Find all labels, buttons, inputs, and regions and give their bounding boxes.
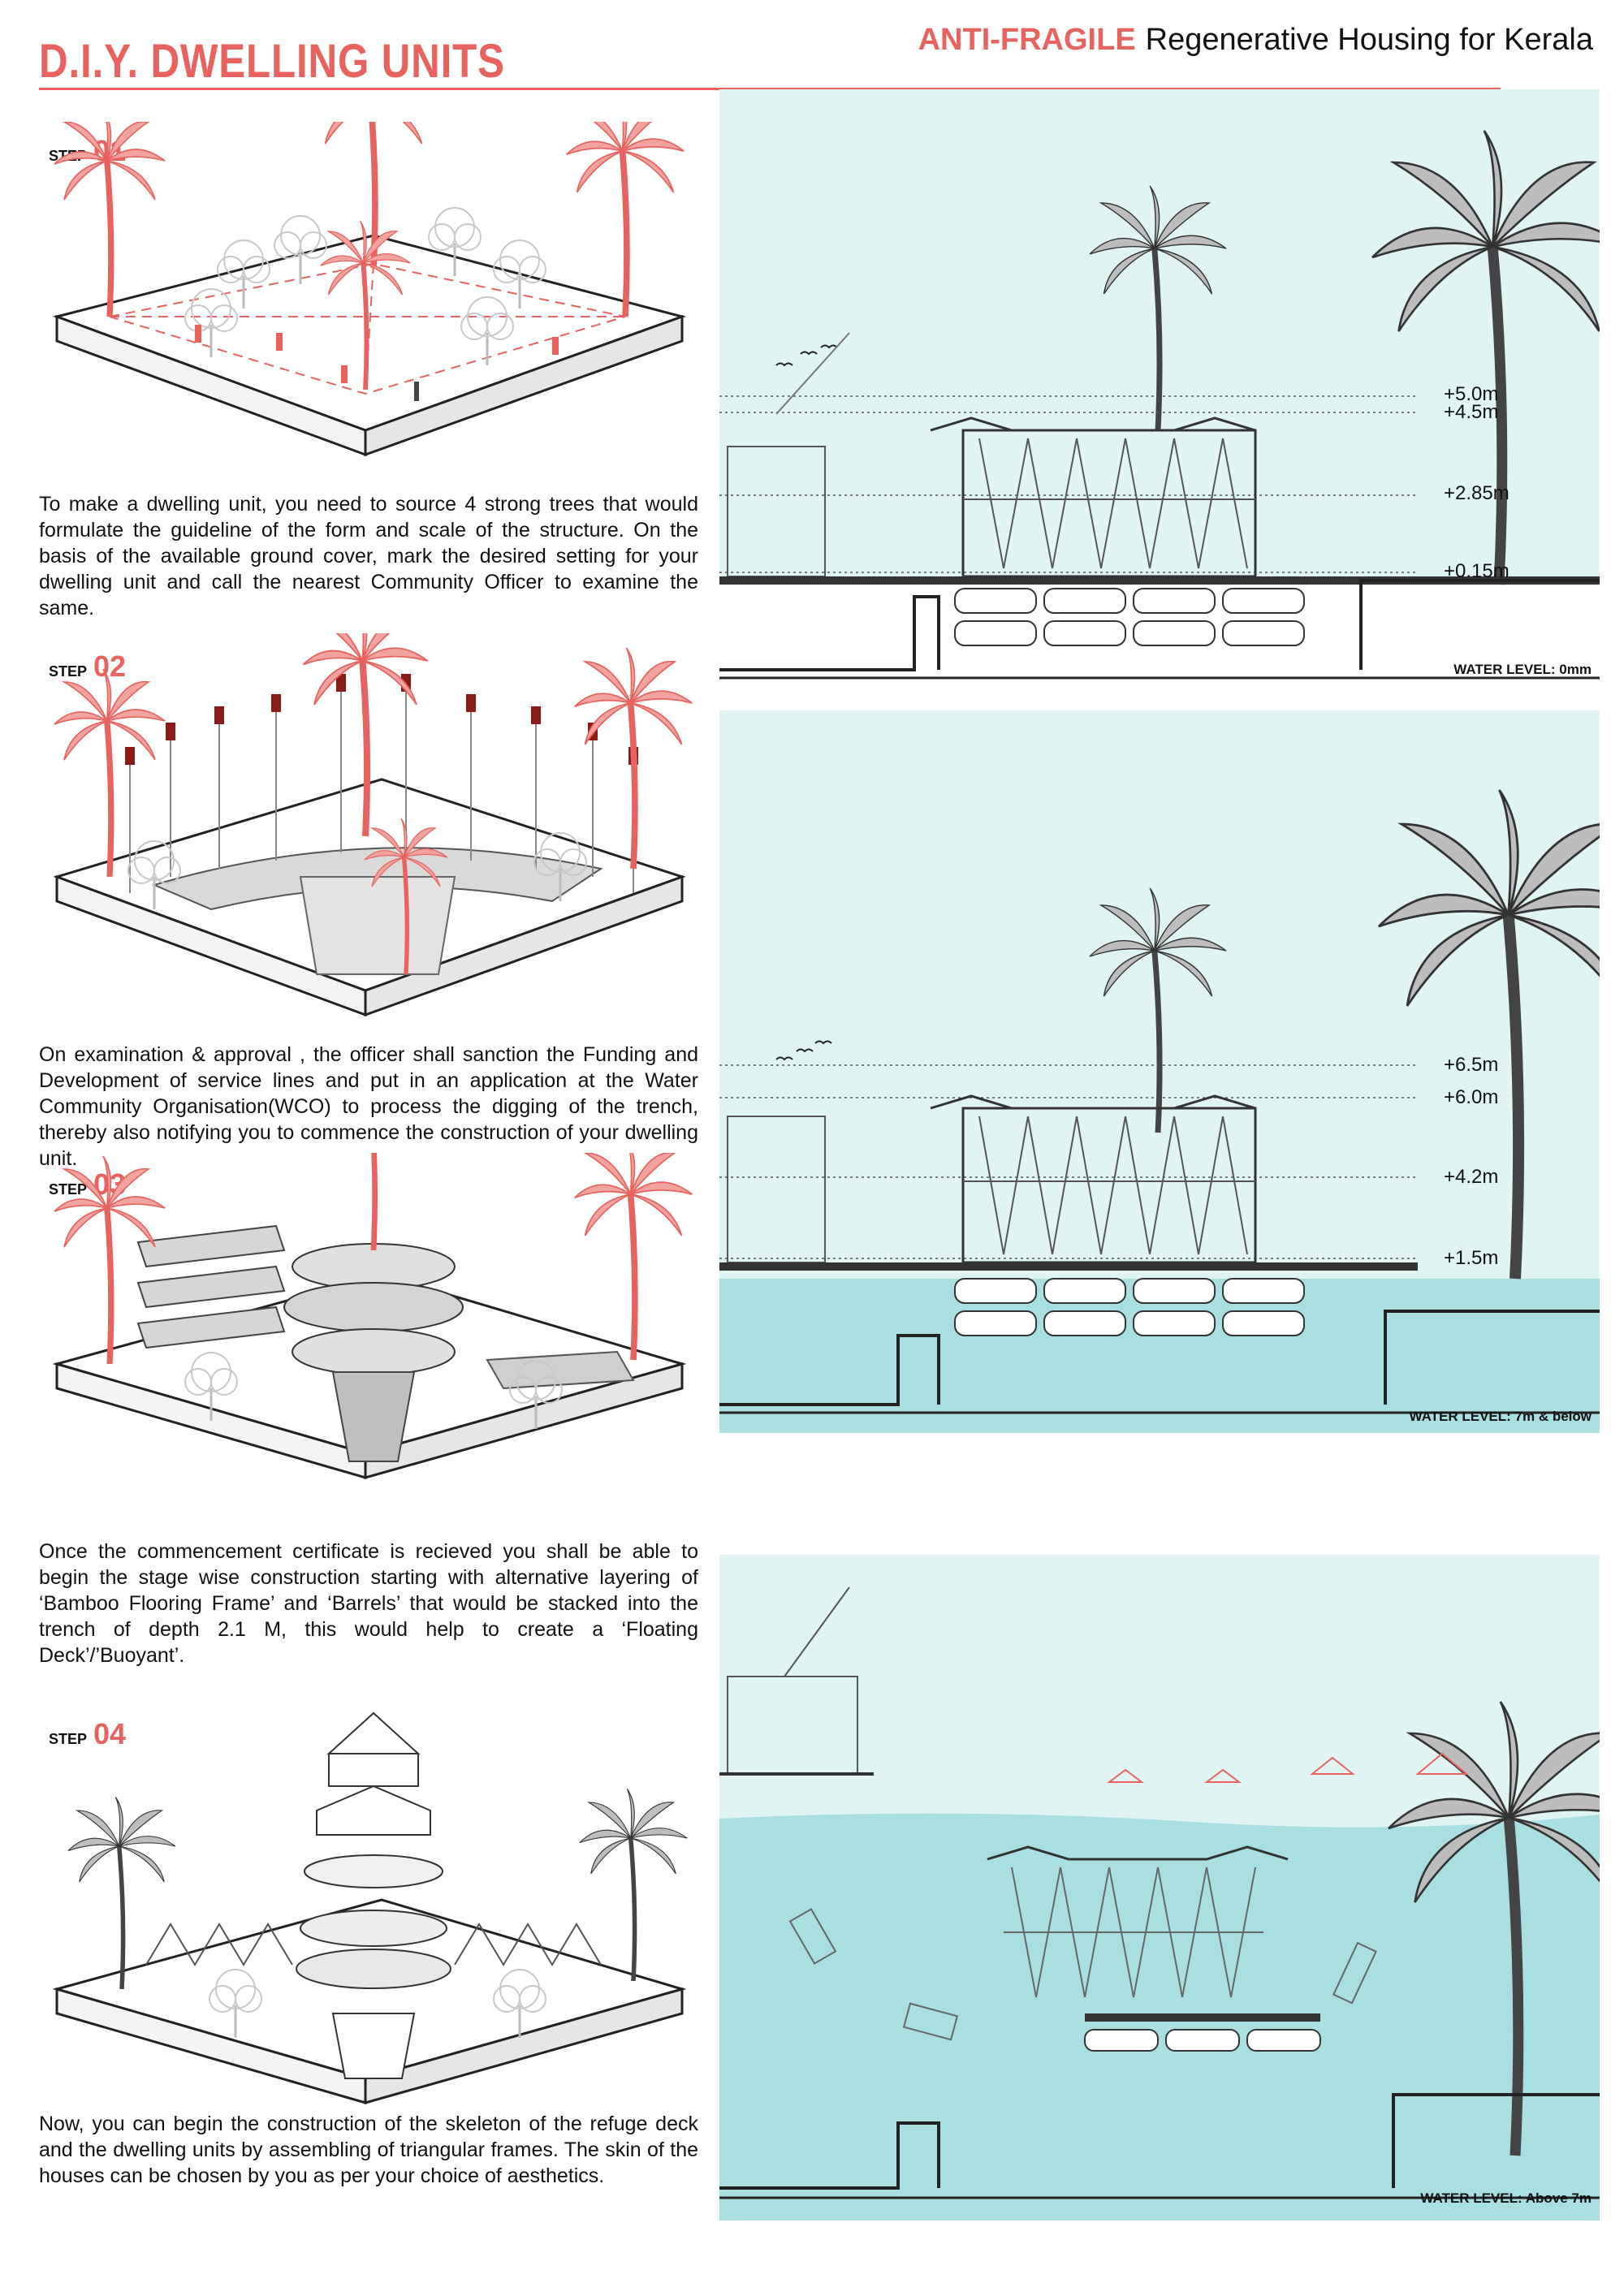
step-03-description: Once the commencement certificate is rec… bbox=[39, 1540, 698, 1667]
water-level-label: WATER LEVEL: Above 7m bbox=[1420, 2190, 1592, 2206]
section-water-level-0 bbox=[719, 89, 1600, 680]
step-02-diagram bbox=[32, 633, 715, 1017]
level-marker: +5.0m bbox=[1444, 383, 1499, 405]
step-02-label: STEP 02 bbox=[49, 650, 126, 684]
level-marker: +4.5m bbox=[1444, 401, 1499, 423]
step-word: STEP bbox=[49, 1181, 88, 1198]
level-marker: +4.2m bbox=[1444, 1166, 1499, 1188]
header-divider bbox=[39, 88, 1501, 90]
step-word: STEP bbox=[49, 663, 88, 680]
step-number: 02 bbox=[93, 650, 127, 683]
step-04-description: Now, you can begin the construction of t… bbox=[39, 2113, 698, 2187]
level-marker: +6.0m bbox=[1444, 1086, 1499, 1108]
step-01-description: To make a dwelling unit, you need to sou… bbox=[39, 493, 698, 619]
level-marker: +6.5m bbox=[1444, 1054, 1499, 1076]
subtitle-label: Regenerative Housing for Kerala bbox=[1145, 23, 1593, 57]
header-project: ANTI-FRAGILE Regenerative Housing for Ker… bbox=[918, 23, 1593, 58]
water-level-label: WATER LEVEL: 0mm bbox=[1453, 662, 1592, 677]
step-04-label: STEP 04 bbox=[49, 1717, 126, 1751]
step-word: STEP bbox=[49, 1731, 88, 1747]
section-water-level-above-7m bbox=[719, 1555, 1600, 2220]
level-marker: +0.15m bbox=[1444, 560, 1510, 582]
brand-label: ANTI-FRAGILE bbox=[918, 23, 1136, 57]
page-title: D.I.Y. DWELLING UNITS bbox=[39, 35, 505, 88]
step-03-diagram bbox=[32, 1153, 715, 1479]
step-01-diagram bbox=[32, 122, 715, 457]
section-water-level-7m-below bbox=[719, 710, 1600, 1433]
step-number: 04 bbox=[93, 1717, 127, 1750]
level-marker: +1.5m bbox=[1444, 1247, 1499, 1269]
step-04-diagram bbox=[52, 1711, 715, 2104]
water-level-label: WATER LEVEL: 7m & below bbox=[1409, 1409, 1592, 1424]
level-marker: +2.85m bbox=[1444, 482, 1510, 504]
step-02-description: On examination & approval , the officer … bbox=[39, 1043, 698, 1170]
